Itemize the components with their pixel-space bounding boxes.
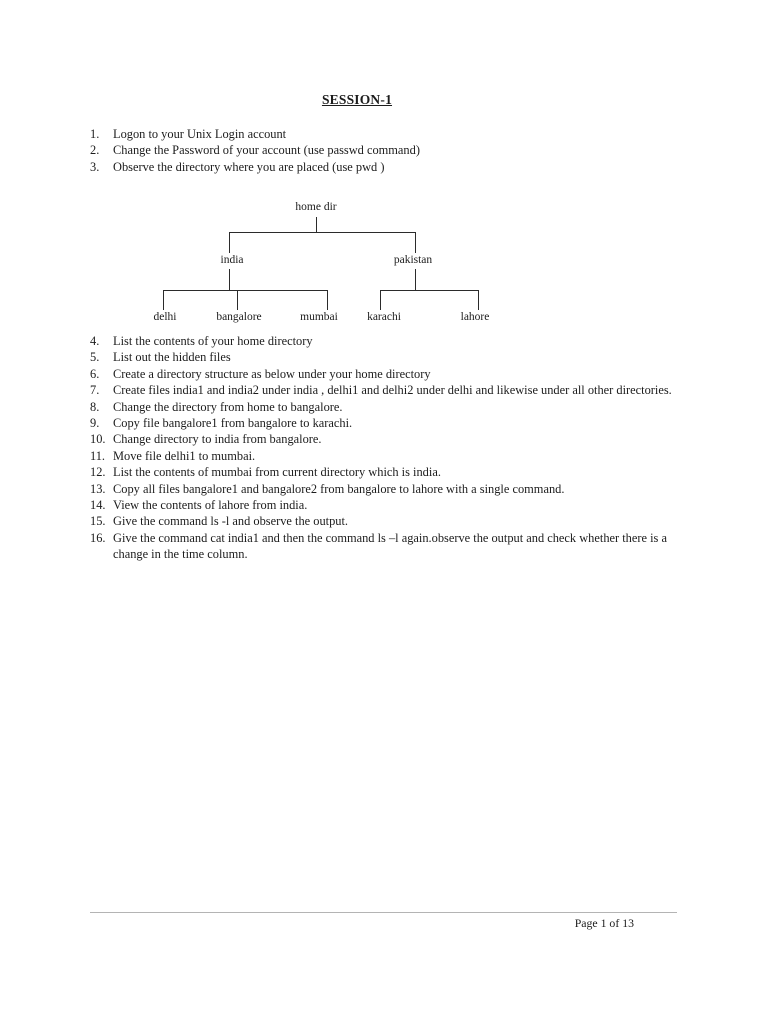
list-item-number: 5.: [90, 350, 100, 365]
list-item-text: Change directory to india from bangalore…: [113, 432, 322, 447]
list-item-text: Change the Password of your account (use…: [113, 143, 420, 158]
list-item-number: 11.: [90, 448, 106, 463]
list-item-text: List out the hidden files: [113, 350, 231, 365]
list-item: 9. Copy file bangalore1 from bangalore t…: [90, 415, 682, 431]
list-item: 7. Create files india1 and india2 under …: [90, 382, 682, 398]
list-item: 16. Give the command cat india1 and then…: [90, 530, 682, 563]
list-item: 1. Logon to your Unix Login account: [90, 126, 682, 142]
list-item-number: 12.: [90, 465, 106, 480]
numbered-list-top: 1. Logon to your Unix Login account 2. C…: [90, 126, 682, 175]
tree-connector-line: [327, 290, 328, 310]
list-item-text: View the contents of lahore from india.: [113, 498, 308, 513]
list-item-number: 16.: [90, 530, 106, 545]
list-item-text: Logon to your Unix Login account: [113, 127, 287, 141]
list-item: 10. Change directory to india from banga…: [90, 431, 682, 447]
list-item-text: Create a directory structure as below un…: [113, 366, 431, 381]
tree-connector-line: [229, 269, 230, 290]
tree-node-delhi: delhi: [153, 311, 177, 323]
list-item-text: Give the command ls -l and observe the o…: [113, 514, 349, 529]
tree-connector-line: [380, 290, 381, 310]
list-item-number: 10.: [90, 432, 106, 447]
list-item-number: 7.: [90, 383, 100, 398]
footer-divider: [90, 912, 677, 913]
list-item: 4. List the contents of your home direct…: [90, 333, 682, 349]
tree-node-lahore: lahore: [460, 311, 490, 323]
list-item-number: 3.: [90, 159, 100, 174]
list-item-number: 4.: [90, 334, 100, 348]
tree-connector-line: [163, 290, 164, 310]
tree-connector-line: [163, 290, 328, 291]
list-item-text: Observe the directory where you are plac…: [113, 159, 385, 174]
numbered-list-bottom: 4. List the contents of your home direct…: [90, 333, 682, 563]
list-item-number: 1.: [90, 127, 100, 141]
list-item-number: 15.: [90, 514, 106, 529]
list-item: 13. Copy all files bangalore1 and bangal…: [90, 481, 682, 497]
list-item-number: 9.: [90, 416, 100, 431]
list-item-text: Change the directory from home to bangal…: [113, 399, 343, 414]
tree-connector-line: [229, 232, 230, 253]
list-item-number: 2.: [90, 143, 100, 158]
list-item: 6. Create a directory structure as below…: [90, 366, 682, 382]
list-item: 14. View the contents of lahore from ind…: [90, 497, 682, 513]
tree-connector-line: [229, 232, 416, 233]
list-item: 5. List out the hidden files: [90, 349, 682, 365]
tree-node-pakistan: pakistan: [393, 254, 433, 266]
list-item: 15. Give the command ls -l and observe t…: [90, 513, 682, 529]
list-item-number: 13.: [90, 481, 106, 496]
list-item: 11. Move file delhi1 to mumbai.: [90, 448, 682, 464]
list-item-number: 6.: [90, 366, 100, 381]
list-item-number: 14.: [90, 498, 106, 513]
list-item-text: Copy file bangalore1 from bangalore to k…: [113, 416, 353, 431]
list-item: 2. Change the Password of your account (…: [90, 142, 682, 158]
tree-node-bangalore: bangalore: [216, 311, 262, 323]
list-item-text: List the contents of your home directory: [113, 334, 313, 348]
list-item-text: Move file delhi1 to mumbai.: [113, 448, 256, 463]
tree-node-karachi: karachi: [367, 311, 401, 323]
tree-connector-line: [316, 217, 317, 232]
tree-connector-line: [478, 290, 479, 310]
directory-tree-diagram: home dir india pakistan delhi bangalore …: [0, 200, 768, 334]
list-item-text: List the contents of mumbai from current…: [113, 465, 441, 480]
list-item-text: Create files india1 and india2 under ind…: [113, 383, 672, 398]
page-number-label: Page 1 of 13: [574, 916, 634, 930]
list-item: 12. List the contents of mumbai from cur…: [90, 464, 682, 480]
list-item: 3. Observe the directory where you are p…: [90, 159, 682, 175]
tree-connector-line: [237, 290, 238, 310]
list-item-number: 8.: [90, 399, 100, 414]
tree-connector-line: [380, 290, 479, 291]
list-item: 8. Change the directory from home to ban…: [90, 399, 682, 415]
tree-node-india: india: [220, 254, 244, 266]
list-item-text: Copy all files bangalore1 and bangalore2…: [113, 481, 565, 496]
tree-connector-line: [415, 269, 416, 290]
list-item-text: Give the command cat india1 and then the…: [113, 530, 667, 562]
tree-node-home-dir: home dir: [295, 201, 337, 213]
page-title: SESSION-1: [321, 92, 393, 107]
tree-node-mumbai: mumbai: [300, 311, 338, 323]
tree-connector-line: [415, 232, 416, 253]
